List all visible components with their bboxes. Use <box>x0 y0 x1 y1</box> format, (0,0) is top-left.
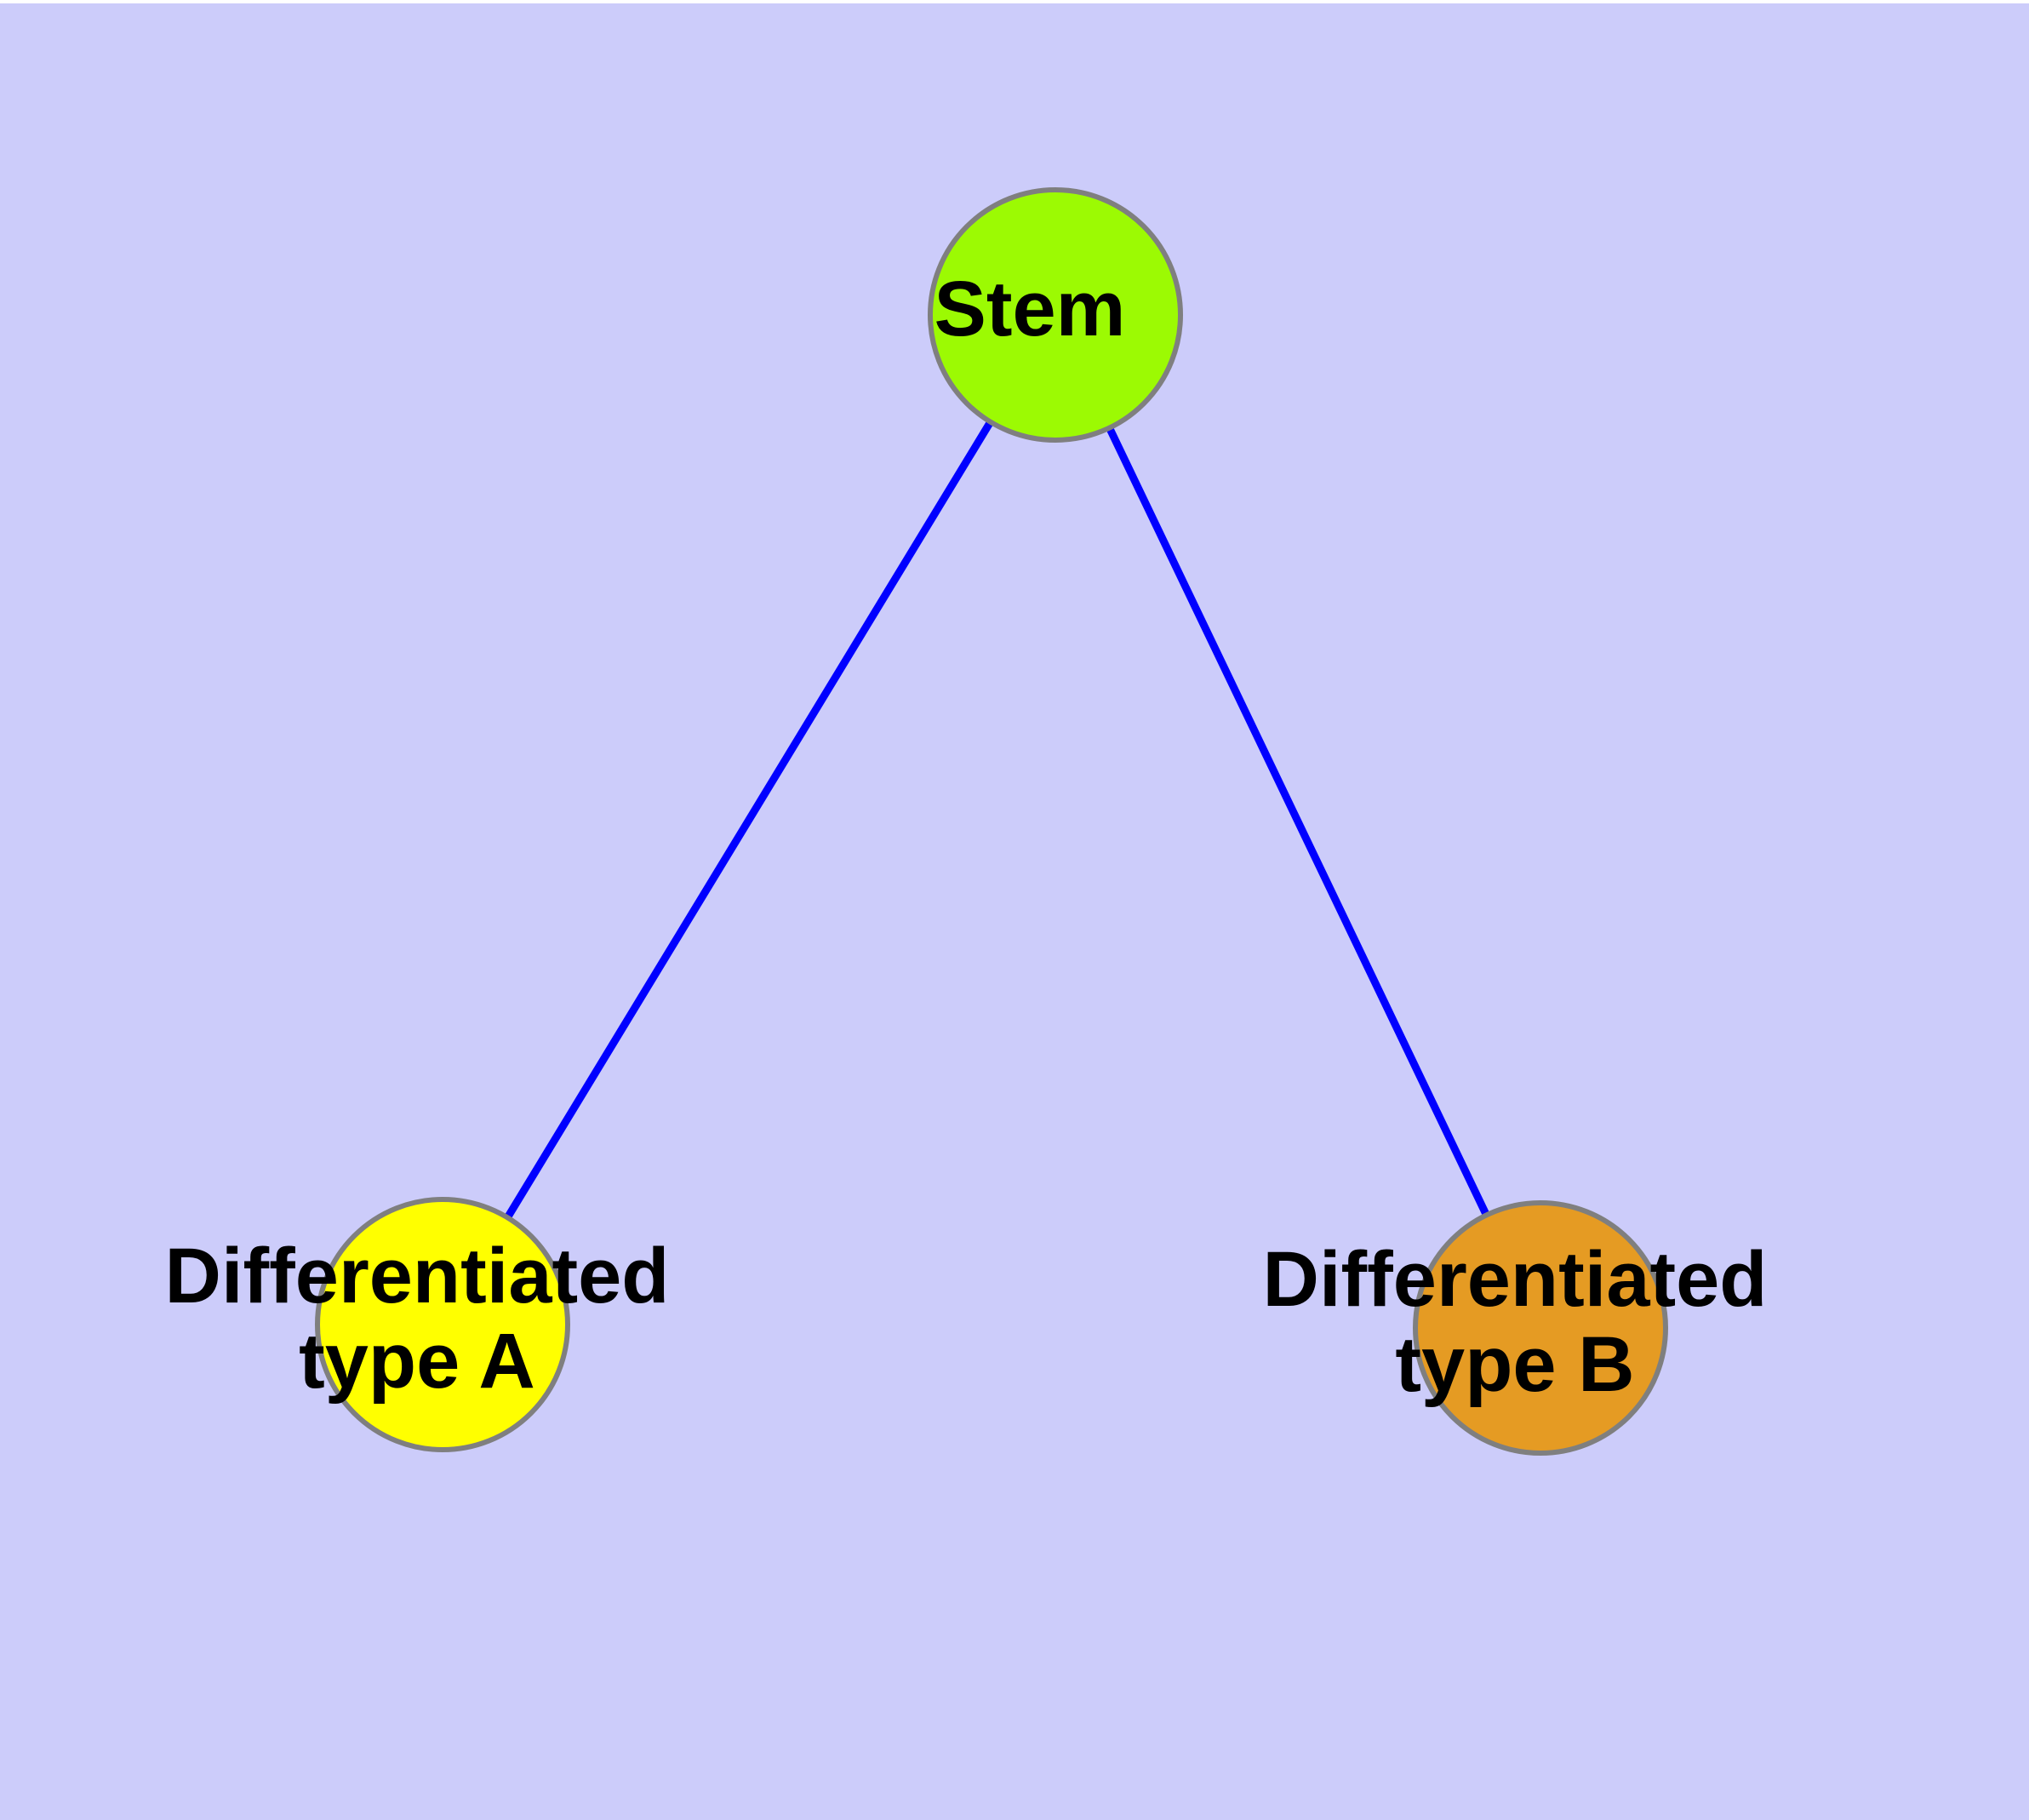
node-diff-a[interactable] <box>315 1197 570 1452</box>
node-stem[interactable] <box>928 187 1183 443</box>
edges-layer <box>439 312 1545 1330</box>
node-label-stem: Stem <box>934 266 1126 352</box>
node-label-line: Differentiated <box>1263 1236 1768 1323</box>
nodes-layer <box>315 187 1668 1456</box>
node-label-line: Stem <box>934 266 1126 352</box>
node-label-line: type B <box>1395 1321 1634 1408</box>
node-label-line: type A <box>299 1318 535 1405</box>
node-diff-b[interactable] <box>1413 1200 1668 1456</box>
edge-stem-to-diff-b[interactable] <box>1051 313 1545 1330</box>
edge-stem-to-diff-a[interactable] <box>439 312 1059 1327</box>
node-label-line: Differentiated <box>165 1233 670 1319</box>
